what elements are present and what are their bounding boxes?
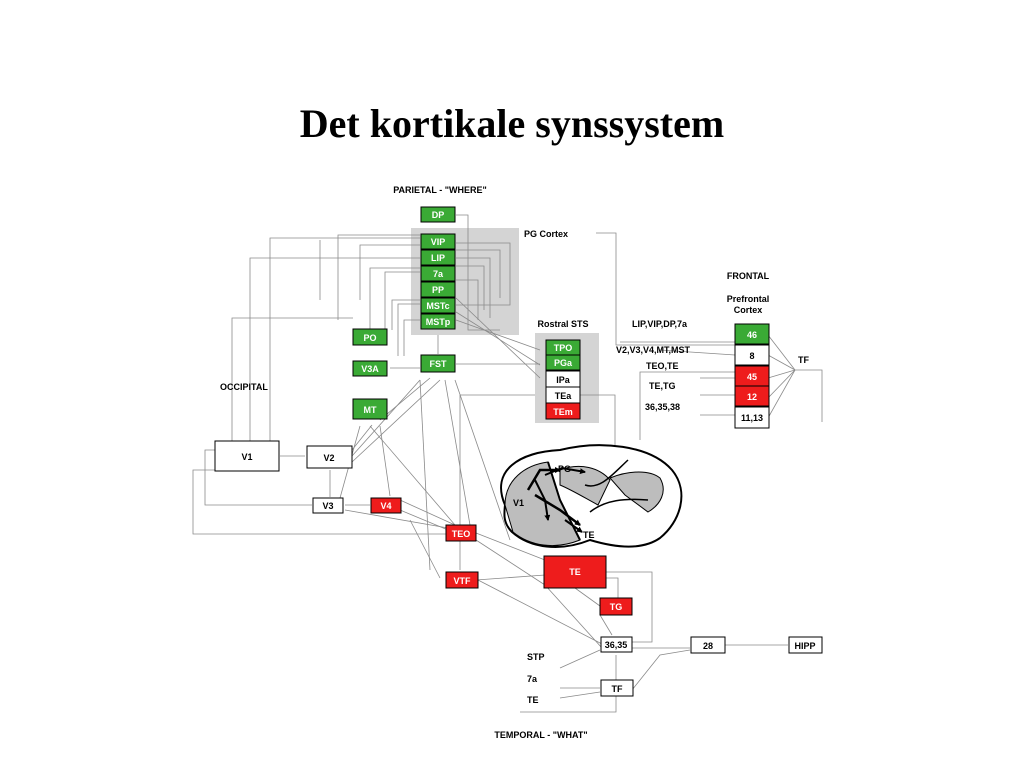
area-box-V2 xyxy=(306,445,353,469)
area-label-PGa: PGa xyxy=(554,358,573,368)
area-label-TEm: TEm xyxy=(553,407,573,417)
area-box-FST xyxy=(420,354,456,373)
area-label-MT: MT xyxy=(364,405,377,415)
area-label-TEO: TEO xyxy=(452,529,471,539)
area-box-V3A xyxy=(352,360,388,377)
area-box-MSTc xyxy=(420,297,456,314)
area-label-IPa: IPa xyxy=(556,375,571,385)
area-box-MSTp xyxy=(420,313,456,330)
area-label-DP: DP xyxy=(432,210,445,220)
conn-label-7a: 7a xyxy=(527,674,538,684)
slide-title: Det kortikale synssystem xyxy=(299,101,725,146)
area-box-TG xyxy=(599,597,633,616)
area-label-TPO: TPO xyxy=(554,343,573,353)
area-box-VIP xyxy=(420,233,456,250)
brain-label-pg: PG xyxy=(558,464,571,474)
area-label-TE: TE xyxy=(569,567,581,577)
area-box-PP xyxy=(420,281,456,298)
tf-right-label: TF xyxy=(798,355,809,365)
temporal-label: TEMPORAL - "WHAT" xyxy=(494,730,587,740)
prefrontal-label-2: Cortex xyxy=(734,305,763,315)
area-label-P1113: 11,13 xyxy=(741,413,763,423)
area-box-V1 xyxy=(214,440,280,472)
area-label-PO: PO xyxy=(363,333,376,343)
area-label-V4: V4 xyxy=(380,501,391,511)
area-box-P12 xyxy=(734,385,770,407)
brain-label-te: TE xyxy=(583,530,595,540)
area-label-MSTc: MSTc xyxy=(426,301,449,311)
area-label-VTF: VTF xyxy=(454,576,472,586)
conn-label-te-tg: TE,TG xyxy=(649,381,676,391)
conn-label-lip-vip: LIP,VIP,DP,7a xyxy=(632,319,688,329)
area-box-PO xyxy=(352,328,388,346)
conn-label-stp: STP xyxy=(527,652,545,662)
area-label-V3A: V3A xyxy=(361,364,379,374)
area-label-TFb: TF xyxy=(612,684,623,694)
area-label-VIP: VIP xyxy=(431,237,446,247)
area-label-V3: V3 xyxy=(322,501,333,511)
area-label-7a: 7a xyxy=(433,269,444,279)
area-label-TG: TG xyxy=(610,602,623,612)
area-label-MSTp: MSTp xyxy=(426,317,451,327)
area-box-P8 xyxy=(734,344,770,366)
area-box-PGa xyxy=(545,354,581,371)
area-box-V3 xyxy=(312,497,344,514)
area-label-P45: 45 xyxy=(747,372,757,382)
rostral-sts-label: Rostral STS xyxy=(537,319,588,329)
area-box-P46 xyxy=(734,323,770,345)
area-label-A28: 28 xyxy=(703,641,713,651)
conn-label-teo-te: TEO,TE xyxy=(646,361,679,371)
area-box-P1113 xyxy=(734,406,770,429)
frontal-label: FRONTAL xyxy=(727,271,770,281)
area-box-LIP xyxy=(420,249,456,266)
area-label-LIP: LIP xyxy=(431,253,445,263)
area-box-TFb xyxy=(600,679,634,697)
area-box-TE xyxy=(543,555,607,589)
brain-illustration xyxy=(500,444,683,548)
area-label-PP: PP xyxy=(432,285,444,295)
area-box-7a xyxy=(420,265,456,282)
area-label-P12: 12 xyxy=(747,392,757,402)
conn-label-v2-v3: V2,V3,V4,MT,MST xyxy=(616,345,691,355)
occipital-label: OCCIPITAL xyxy=(220,382,268,392)
area-label-HIPP: HIPP xyxy=(794,641,815,651)
area-box-VTF xyxy=(445,571,479,589)
area-box-DP xyxy=(420,206,456,223)
pg-cortex-label: PG Cortex xyxy=(524,229,568,239)
parietal-label: PARIETAL - "WHERE" xyxy=(393,185,487,195)
conn-label-363538: 36,35,38 xyxy=(645,402,680,412)
area-label-FST: FST xyxy=(430,359,448,369)
area-label-P8: 8 xyxy=(749,351,754,361)
area-box-TEO xyxy=(445,524,477,542)
area-box-HIPP xyxy=(788,636,823,654)
area-label-P46: 46 xyxy=(747,330,757,340)
area-label-V2: V2 xyxy=(323,453,334,463)
area-label-V1: V1 xyxy=(241,452,252,462)
area-box-A28 xyxy=(690,636,726,654)
area-label-TEa: TEa xyxy=(555,391,573,401)
area-box-MT xyxy=(352,398,388,420)
area-box-A3635 xyxy=(600,636,633,653)
area-box-TEm xyxy=(545,402,581,420)
area-box-V4 xyxy=(370,497,402,514)
prefrontal-label-1: Prefrontal xyxy=(727,294,770,304)
brain-label-v1: V1 xyxy=(513,498,524,508)
area-label-A3635: 36,35 xyxy=(605,640,628,650)
conn-label-te: TE xyxy=(527,695,539,705)
